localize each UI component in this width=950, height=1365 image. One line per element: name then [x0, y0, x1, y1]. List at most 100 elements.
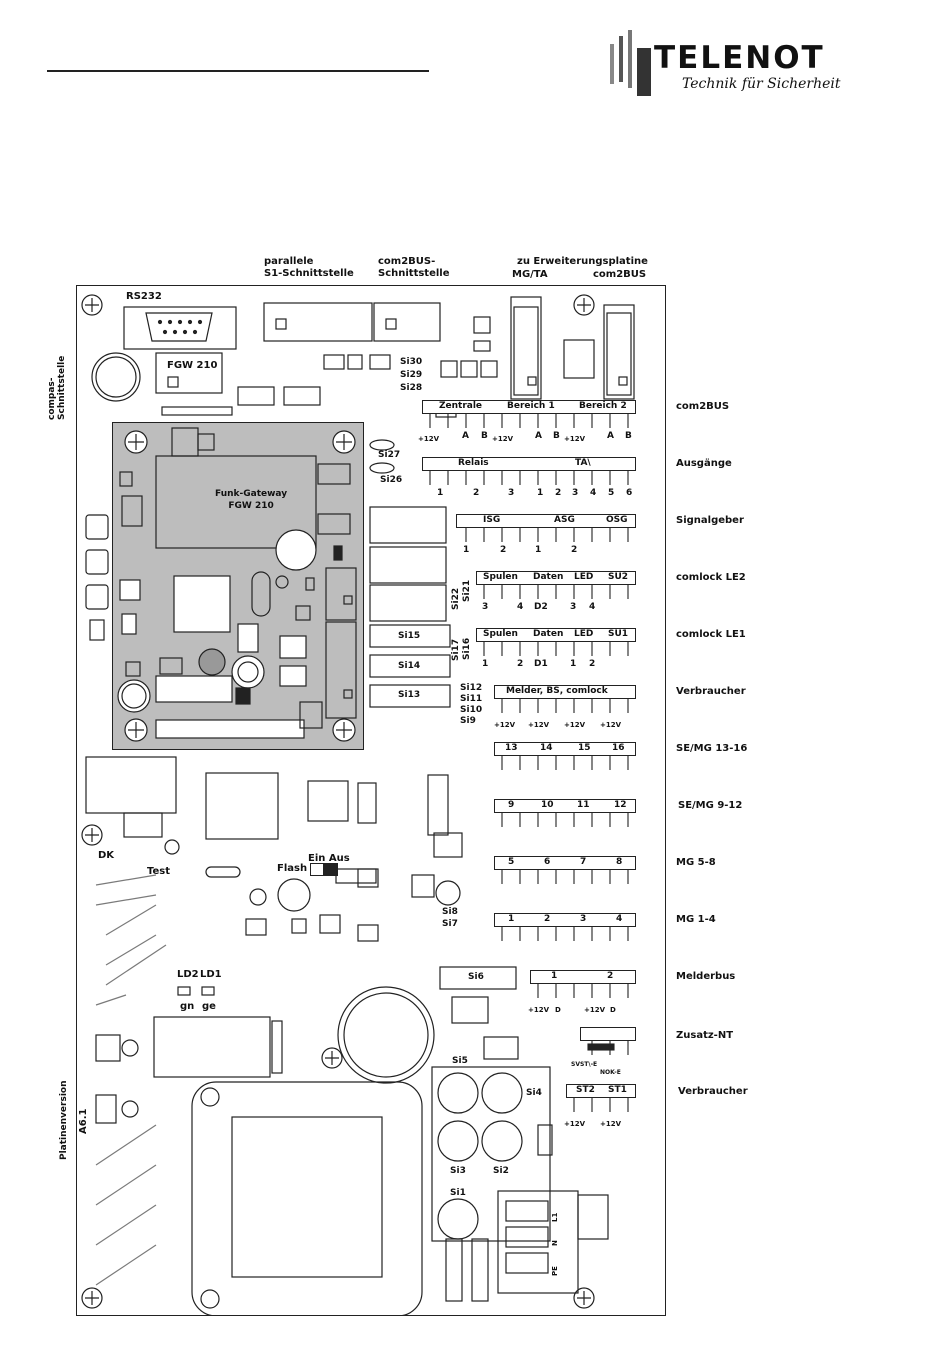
fuse-si26: Si26: [380, 475, 403, 485]
lbl-out-1: 1: [437, 488, 444, 498]
fuse-si12: Si12: [460, 683, 483, 693]
fuse-si14: Si14: [398, 661, 421, 671]
lbl-d2: D2: [534, 602, 548, 612]
fuse-si15: Si15: [398, 631, 421, 641]
expansion-bus-label: com2BUS: [593, 269, 647, 280]
lbl-daten-2: Daten: [533, 572, 564, 582]
lbl-a1: A: [462, 431, 469, 441]
lbl-b1: B: [481, 431, 488, 441]
side-signalgeber: Signalgeber: [676, 515, 744, 526]
ein-aus-label: Ein Aus: [308, 853, 350, 864]
lbl-l1: L1: [551, 1212, 559, 1222]
expansion-label: zu Erweiterungsplatine: [517, 256, 648, 267]
lbl-n: N: [551, 1240, 559, 1246]
lbl-st2: ST2: [576, 1085, 595, 1095]
terminal-pins: [429, 414, 629, 1112]
lbl-isg: ISG: [483, 515, 501, 525]
pin-row-9-12: [501, 813, 629, 827]
lbl-zone-11: 11: [577, 800, 590, 810]
pin-row-verbraucher2: [573, 1098, 629, 1112]
lbl-led2-4: 4: [589, 602, 596, 612]
terminal-se-mg-13-16: [494, 742, 636, 756]
lbl-st1: ST1: [608, 1085, 627, 1095]
lbl-melder-bs-comlock: Melder, BS, comlock: [506, 686, 608, 696]
lbl-zone-16: 16: [612, 743, 625, 753]
side-mg-1-4: MG 1-4: [676, 914, 716, 925]
module-components: [117, 427, 357, 742]
fgw-slot-label: FGW 210: [167, 360, 218, 371]
lbl-isg-1: 1: [463, 545, 470, 555]
lbl-le1-1: 1: [482, 659, 489, 669]
fuse-si30: Si30: [400, 357, 423, 367]
lbl-zone-7: 7: [580, 857, 587, 867]
terminal-mg-1-4: [494, 913, 636, 927]
fuse-si13: Si13: [398, 690, 421, 700]
lbl-bereich1: Bereich 1: [507, 401, 555, 411]
mounting-holes: [81, 294, 595, 1309]
lbl-ta: TA\: [575, 458, 591, 468]
terminal-se-mg-9-12: [494, 799, 636, 813]
logo-wordmark: TELENOT: [654, 40, 825, 76]
lbl-ta-1: 1: [537, 488, 544, 498]
lbl-led1-1: 1: [570, 659, 577, 669]
rs232-label: RS232: [126, 291, 162, 302]
pin-row-melderbus: [537, 984, 629, 998]
terminal-verbraucher2: [566, 1084, 636, 1098]
fuse-si6: Si6: [468, 972, 484, 982]
lbl-zone-5: 5: [508, 857, 515, 867]
pin-row-le2: [483, 585, 629, 599]
ld1-label: LD1: [200, 969, 222, 980]
lbl-ta-3: 3: [572, 488, 579, 498]
side-com2bus: com2BUS: [676, 401, 730, 412]
terminal-comlock-le2: [476, 571, 636, 585]
terminal-melderbus: [530, 970, 636, 984]
lbl-svst: SVST\-E: [571, 1061, 598, 1068]
lbl-d1: D1: [534, 659, 548, 669]
pin-row-verbraucher: [501, 699, 629, 713]
lbl-zone-8: 8: [616, 857, 623, 867]
side-comlock-le1: comlock LE1: [676, 629, 746, 640]
fuse-si10: Si10: [460, 705, 483, 715]
lbl-mbus-2: 2: [607, 971, 614, 981]
pin-row-ausgaenge: [429, 471, 629, 485]
lbl-su1: SU1: [608, 629, 629, 639]
side-zusatz-nt: Zusatz-NT: [676, 1030, 734, 1041]
lbl-zone-2: 2: [544, 914, 551, 924]
lbl-mbus-1: 1: [551, 971, 558, 981]
telenot-logo-mark: [610, 30, 651, 96]
fuse-si27: Si27: [378, 450, 401, 460]
lbl-mbus-d-1: D: [555, 1006, 561, 1014]
fuse-si29: Si29: [400, 370, 423, 380]
side-se-mg-13-16: SE/MG 13-16: [676, 743, 748, 754]
lbl-osg: OSG: [606, 515, 628, 525]
fuse-si8: Si8: [442, 907, 458, 917]
lbl-le2-4: 4: [517, 602, 524, 612]
pin-row-1-4: [501, 927, 629, 941]
fuse-si5: Si5: [452, 1056, 468, 1066]
lbl-zone-1: 1: [508, 914, 515, 924]
lbl-nok: NOK-E: [600, 1069, 621, 1076]
terminal-signalgeber: [456, 514, 636, 528]
lbl-12v-b: +12V: [492, 435, 514, 443]
lbl-b2: B: [553, 431, 560, 441]
board-components: [81, 294, 635, 1316]
ein-aus-switch[interactable]: [310, 863, 338, 876]
lbl-led-1: LED: [574, 629, 594, 639]
lbl-zone-14: 14: [540, 743, 553, 753]
side-verbraucher: Verbraucher: [676, 686, 746, 697]
fuse-si7: Si7: [442, 919, 458, 929]
lbl-spulen-2: Spulen: [483, 572, 518, 582]
lbl-zone-4: 4: [616, 914, 623, 924]
lbl-a3: A: [607, 431, 614, 441]
fuse-si3: Si3: [450, 1166, 466, 1176]
lbl-ta-4: 4: [590, 488, 597, 498]
lbl-out-3: 3: [508, 488, 515, 498]
lbl-le1-2: 2: [517, 659, 524, 669]
lbl-led1-2: 2: [589, 659, 596, 669]
side-ausgaenge: Ausgänge: [676, 458, 732, 469]
lbl-12v-a: +12V: [418, 435, 440, 443]
lbl-bereich2: Bereich 2: [579, 401, 627, 411]
lbl-v-12v-4: +12V: [600, 721, 622, 729]
lbl-ta-2: 2: [555, 488, 562, 498]
